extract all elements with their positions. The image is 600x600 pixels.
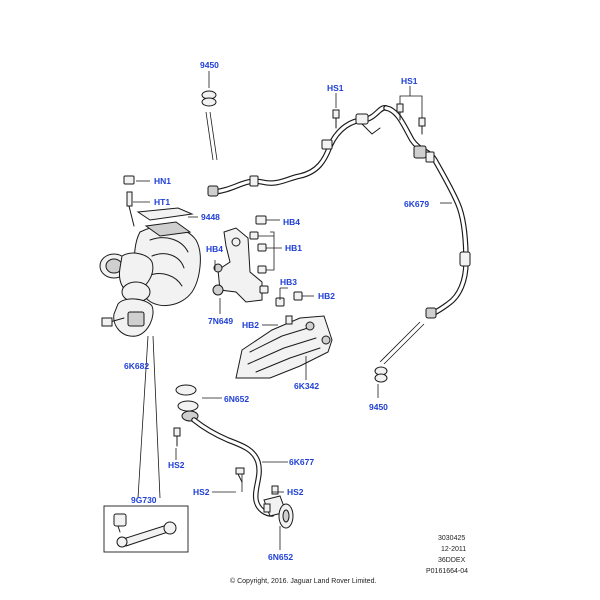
bracket-7n649 [212,215,303,307]
meta-part-ref: P0161664-04 [426,568,468,575]
callout-hb1: HB1 [285,243,302,253]
callout-6k677: 6K677 [289,457,314,467]
leader-9g730 [137,335,161,499]
callout-ht1: HT1 [154,197,170,207]
seal-9450-bottom [374,321,425,383]
meta-date: 12-2011 [441,546,466,553]
callout-9g730: 9G730 [131,495,157,505]
callout-9450-bottom: 9450 [369,402,388,412]
kit-box-9g730 [103,505,189,553]
oil-return-pipe-right [383,105,471,319]
callout-hs1-right: HS1 [401,76,418,86]
meta-ref-number: 3030425 [438,535,465,542]
callout-9450-top: 9450 [200,60,219,70]
callout-leaders [133,71,452,550]
callout-hn1: HN1 [154,176,171,186]
callout-hs1-left: HS1 [327,83,344,93]
callout-6k342: 6K342 [294,381,319,391]
callout-hs2-right: HS2 [287,487,304,497]
callout-hb2-right: HB2 [318,291,335,301]
oil-return-pipe-6k677 [173,384,294,529]
callout-hb4-right: HB4 [283,217,300,227]
hs1-bolt-left [332,109,340,129]
callout-hb2-left: HB2 [242,320,259,330]
callout-9448: 9448 [201,212,220,222]
heat-shield-6k342 [235,315,333,379]
callout-7n649: 7N649 [208,316,233,326]
oil-feed-pipe-upper [207,105,389,197]
callout-6k682: 6K682 [124,361,149,371]
callout-6k679: 6K679 [404,199,429,209]
callout-hs2-left: HS2 [168,460,185,470]
callout-hb4-left: HB4 [206,244,223,254]
turbocharger-assembly [99,175,201,337]
callout-6n652-top: 6N652 [224,394,249,404]
callout-hs2-mid: HS2 [193,487,210,497]
meta-model-code: 36DDEX [438,557,466,564]
hs1-bolt-right-b [418,117,426,135]
copyright-notice: © Copyright, 2016. Jaguar Land Rover Lim… [230,577,376,585]
seal-9450-top [201,90,218,161]
callout-hb3: HB3 [280,277,297,287]
callout-6n652-bottom: 6N652 [268,552,293,562]
